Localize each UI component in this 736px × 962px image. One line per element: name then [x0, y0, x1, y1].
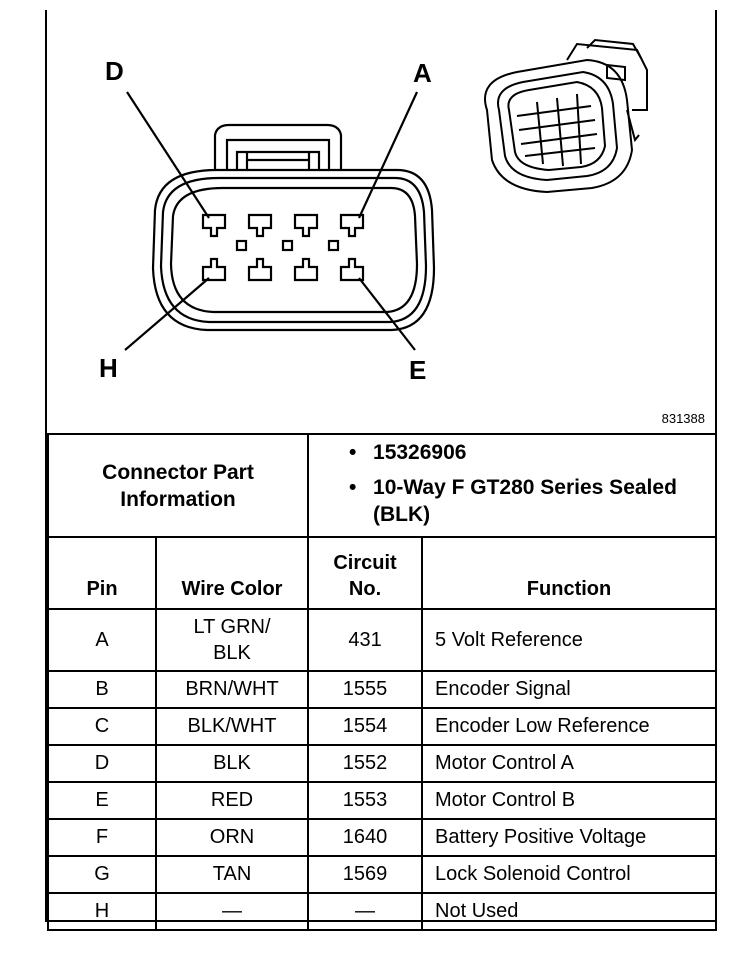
cell-pin: F [47, 818, 157, 857]
connector-figure: D A H E 831388 [47, 10, 715, 432]
cell-circuit: 1640 [307, 818, 424, 857]
table-row: H — — Not Used [47, 892, 718, 931]
cell-pin: D [47, 744, 157, 783]
cell-circuit: 431 [307, 608, 424, 672]
cell-pin: G [47, 855, 157, 894]
connector-info-list: 15326906 10-Way F GT280 Series Sealed (B… [307, 433, 718, 538]
cell-circuit: 1569 [307, 855, 424, 894]
cell-pin: A [47, 608, 157, 672]
terminal-row-top [201, 213, 365, 238]
header-pin: Pin [47, 536, 157, 610]
housing-middle-ring [159, 176, 428, 324]
connector-face-diagram [124, 38, 648, 351]
header-circuit: Circuit No. [307, 536, 424, 610]
table-row: B BRN/WHT 1555 Encoder Signal [47, 670, 718, 709]
cell-wire-color: BRN/WHT [154, 670, 310, 709]
cell-wire-color: BLK/WHT [154, 707, 310, 746]
pin-label-a: A [413, 58, 432, 88]
cell-wire-color: BLK [154, 744, 310, 783]
header-row: Pin Wire Color Circuit No. Function [47, 536, 718, 610]
cell-wire-color: LT GRN/ BLK [154, 608, 310, 672]
pin-label-h: H [99, 353, 118, 383]
key-square [281, 239, 294, 252]
cell-function: Battery Positive Voltage [421, 818, 718, 857]
connector-table: Connector Part Information 15326906 10-W… [46, 433, 718, 931]
cell-circuit: 1553 [307, 781, 424, 820]
cell-function: Not Used [421, 892, 718, 931]
cell-pin: C [47, 707, 157, 746]
pin-label-d: D [105, 56, 124, 86]
connector-sheet: D A H E 831388 Connector Part Informatio… [45, 10, 718, 931]
cell-function: Motor Control B [421, 781, 718, 820]
leader-line-a [358, 91, 418, 219]
cell-circuit: 1555 [307, 670, 424, 709]
cell-pin: E [47, 781, 157, 820]
cell-wire-color: TAN [154, 855, 310, 894]
cell-wire-color: RED [154, 781, 310, 820]
cell-function: Encoder Low Reference [421, 707, 718, 746]
header-function: Function [421, 536, 718, 610]
cell-circuit: 1554 [307, 707, 424, 746]
connector-isometric-view [484, 38, 648, 194]
table-row: A LT GRN/ BLK 431 5 Volt Reference [47, 608, 718, 672]
housing-inner-ring [169, 186, 419, 314]
connector-info-item: 15326906 [349, 439, 715, 466]
cell-pin: H [47, 892, 157, 931]
key-square [327, 239, 340, 252]
key-square [235, 239, 248, 252]
cell-circuit: 1552 [307, 744, 424, 783]
pin-label-e: E [409, 355, 427, 385]
table-row: E RED 1553 Motor Control B [47, 781, 718, 820]
cell-pin: B [47, 670, 157, 709]
cell-function: Lock Solenoid Control [421, 855, 718, 894]
cell-function: Encoder Signal [421, 670, 718, 709]
table-row: F ORN 1640 Battery Positive Voltage [47, 818, 718, 857]
table-row: C BLK/WHT 1554 Encoder Low Reference [47, 707, 718, 746]
terminal-row-bottom [201, 257, 365, 282]
housing-outer-ring [151, 168, 436, 332]
header-wire-color: Wire Color [154, 536, 310, 610]
cell-function: Motor Control A [421, 744, 718, 783]
cell-function: 5 Volt Reference [421, 608, 718, 672]
leader-line-e [358, 277, 416, 351]
connector-info-row: Connector Part Information 15326906 10-W… [46, 433, 718, 538]
cell-wire-color: ORN [154, 818, 310, 857]
latch [213, 123, 343, 170]
cell-circuit: — [307, 892, 424, 931]
leader-line-d [126, 91, 210, 219]
table-row: D BLK 1552 Motor Control A [47, 744, 718, 783]
table-row: G TAN 1569 Lock Solenoid Control [47, 855, 718, 894]
cell-wire-color: — [154, 892, 310, 931]
leader-line-h [124, 277, 210, 351]
figure-id: 831388 [661, 411, 705, 426]
connector-info-label: Connector Part Information [46, 433, 310, 538]
connector-info-item: 10-Way F GT280 Series Sealed (BLK) [349, 474, 715, 528]
